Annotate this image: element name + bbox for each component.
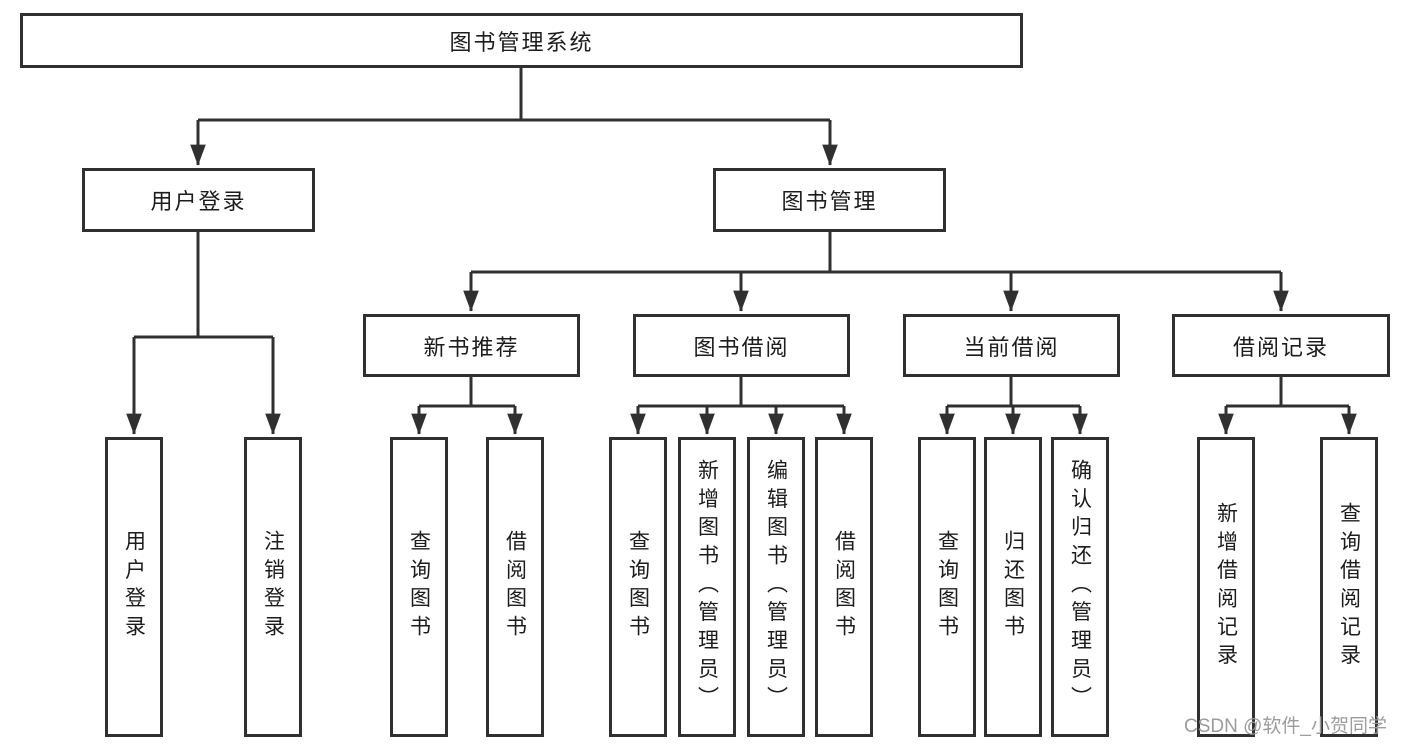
node-user-login: 用户登录 bbox=[82, 168, 315, 232]
node-current-borrowing: 当前借阅 bbox=[903, 314, 1120, 377]
leaf-cb-return-books: 归还图书 bbox=[984, 437, 1042, 737]
node-new-book-recommend: 新书推荐 bbox=[363, 314, 580, 377]
leaf-nb-borrow-books-label: 借阅图书 bbox=[503, 530, 527, 644]
node-book-borrowing-label: 图书借阅 bbox=[693, 334, 790, 360]
leaf-cb-return-books-label: 归还图书 bbox=[1001, 530, 1025, 644]
leaf-logout: 注销登录 bbox=[244, 437, 302, 737]
node-book-management: 图书管理 bbox=[713, 168, 946, 232]
bus-borrow-records bbox=[1226, 377, 1349, 408]
bus-book-management bbox=[471, 232, 1281, 274]
node-current-borrowing-label: 当前借阅 bbox=[963, 334, 1060, 360]
leaf-bb-query-books: 查询图书 bbox=[609, 437, 667, 737]
leaf-br-add-record: 新增借阅记录 bbox=[1197, 437, 1255, 737]
leaf-bb-edit-books-admin: 编辑图书（管理员） bbox=[747, 437, 805, 737]
leaf-nb-query-books-label: 查询图书 bbox=[407, 530, 431, 644]
leaf-bb-borrow-books: 借阅图书 bbox=[815, 437, 873, 737]
leaf-bb-add-books-admin-label: 新增图书（管理员） bbox=[695, 459, 719, 715]
leaf-bb-query-books-label: 查询图书 bbox=[626, 530, 650, 644]
node-user-login-label: 用户登录 bbox=[150, 189, 247, 214]
node-book-borrowing: 图书借阅 bbox=[633, 314, 850, 377]
bus-root bbox=[198, 66, 830, 122]
node-borrow-records: 借阅记录 bbox=[1172, 314, 1390, 377]
leaf-user-login-label: 用户登录 bbox=[122, 530, 146, 644]
leaf-br-query-record: 查询借阅记录 bbox=[1320, 437, 1378, 737]
leaf-nb-borrow-books: 借阅图书 bbox=[486, 437, 544, 737]
bus-book-borrowing bbox=[638, 377, 844, 408]
node-borrow-records-label: 借阅记录 bbox=[1232, 334, 1329, 360]
leaf-user-login: 用户登录 bbox=[105, 437, 163, 737]
leaf-cb-confirm-return-admin: 确认归还（管理员） bbox=[1051, 437, 1109, 737]
bus-current-borrowing bbox=[947, 377, 1080, 408]
bus-new-book bbox=[419, 377, 515, 408]
leaf-bb-borrow-books-label: 借阅图书 bbox=[832, 530, 856, 644]
leaf-cb-query-books: 查询图书 bbox=[918, 437, 976, 737]
node-book-management-label: 图书管理 bbox=[781, 189, 878, 214]
bus-user-login bbox=[134, 232, 273, 339]
leaf-nb-query-books: 查询图书 bbox=[390, 437, 448, 737]
leaf-bb-edit-books-admin-label: 编辑图书（管理员） bbox=[764, 459, 788, 715]
node-new-book-recommend-label: 新书推荐 bbox=[423, 334, 520, 360]
leaf-bb-add-books-admin: 新增图书（管理员） bbox=[678, 437, 736, 737]
node-root: 图书管理系统 bbox=[20, 13, 1023, 68]
leaf-br-query-record-label: 查询借阅记录 bbox=[1337, 501, 1361, 673]
leaf-cb-query-books-label: 查询图书 bbox=[935, 530, 959, 644]
leaf-br-add-record-label: 新增借阅记录 bbox=[1214, 501, 1238, 673]
node-root-label: 图书管理系统 bbox=[449, 29, 594, 55]
leaf-logout-label: 注销登录 bbox=[261, 530, 285, 644]
leaf-cb-confirm-return-admin-label: 确认归还（管理员） bbox=[1068, 459, 1092, 715]
